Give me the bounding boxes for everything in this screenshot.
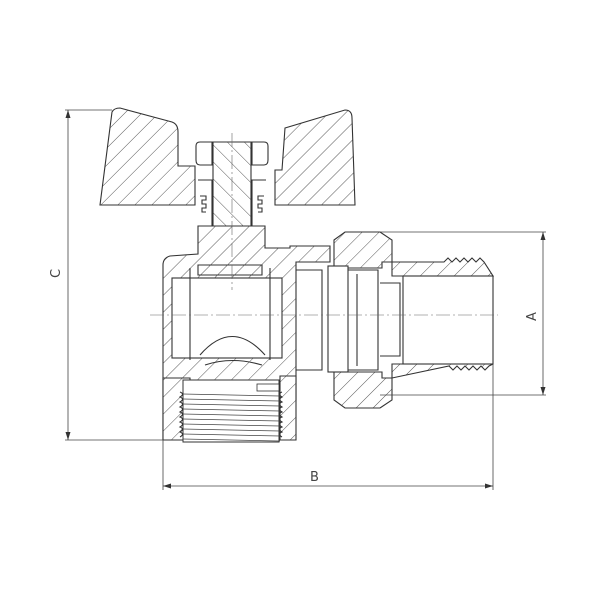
dimension-c — [65, 109, 163, 441]
dimension-a — [380, 231, 546, 396]
ball-chamber — [171, 264, 283, 366]
handle-left-wing — [99, 107, 196, 206]
dimension-b — [162, 364, 494, 490]
dimension-a-label: A — [524, 312, 540, 321]
dimension-c-label: C — [49, 268, 65, 279]
union-nut — [333, 231, 393, 409]
handle-right-wing — [274, 109, 356, 206]
stem-nut — [195, 141, 269, 166]
dimension-b-label: B — [310, 470, 319, 485]
male-thread-tailpiece — [391, 257, 495, 379]
union-collar — [296, 265, 401, 373]
female-thread-port — [178, 379, 284, 443]
